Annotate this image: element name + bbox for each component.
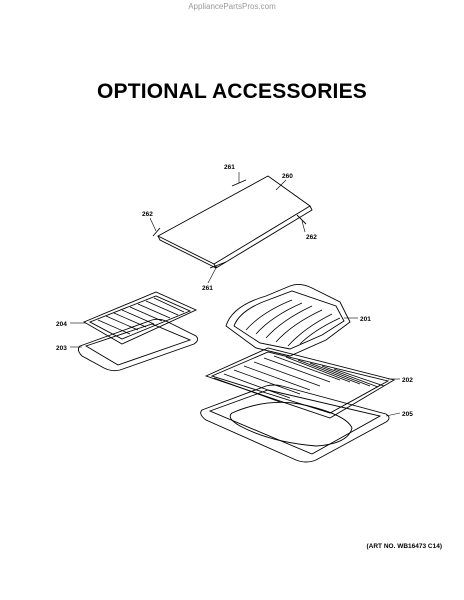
page-title: OPTIONAL ACCESSORIES	[96, 80, 368, 103]
leader-205	[385, 412, 401, 417]
callout-261-top: 261	[224, 164, 235, 171]
watermark: AppliancePartsPros.com	[188, 2, 276, 11]
callout-261-bottom: 261	[202, 285, 213, 292]
part-203-small-broil-pan	[77, 318, 199, 372]
callout-262-left: 262	[142, 211, 153, 218]
callout-202: 202	[402, 377, 413, 384]
leader-262-left	[149, 217, 157, 232]
part-205-large-broil-pan	[200, 384, 390, 463]
leader-260	[275, 179, 287, 191]
part-201-offset-rack	[225, 283, 351, 357]
callout-203: 203	[56, 345, 67, 352]
leader-262-right	[301, 220, 306, 233]
callout-205: 205	[402, 411, 413, 418]
part-202-large-broil-rack	[204, 347, 396, 419]
callout-201: 201	[360, 316, 371, 323]
part-204-small-broil-rack	[82, 291, 198, 345]
leader-261-bottom	[207, 265, 218, 284]
art-number: (ART NO. WB16473 C14)	[366, 543, 443, 550]
callout-260: 260	[282, 173, 293, 180]
callout-262-right: 262	[306, 234, 317, 241]
callout-204: 204	[56, 321, 67, 328]
part-260-griddle	[152, 175, 313, 269]
